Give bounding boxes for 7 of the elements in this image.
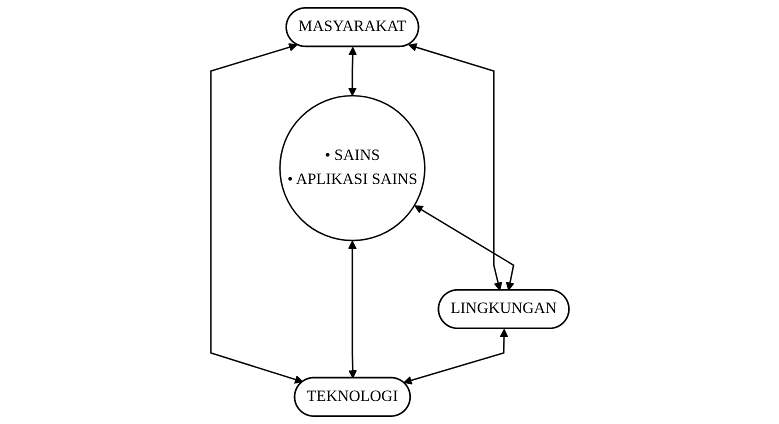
arrow	[408, 43, 502, 291]
arrow	[414, 205, 514, 291]
arrow	[402, 328, 508, 385]
node-circle: • SAINS • APLIKASI SAINS	[278, 94, 426, 242]
arrow	[348, 46, 357, 96]
arrow	[348, 240, 357, 379]
arrow	[210, 43, 303, 384]
